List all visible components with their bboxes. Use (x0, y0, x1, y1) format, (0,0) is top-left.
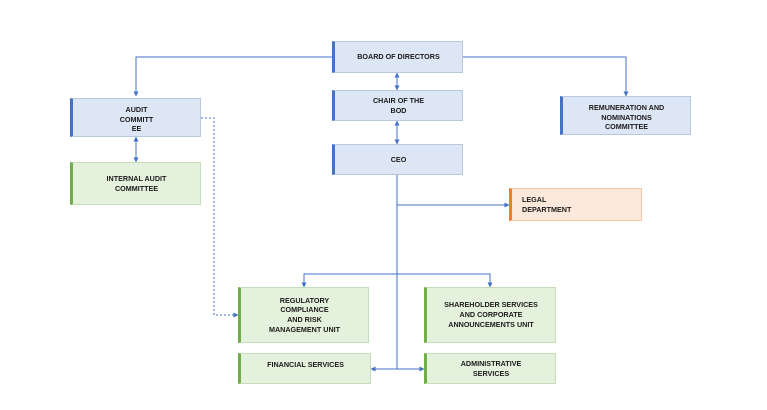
connector-board-remuneration (463, 56, 629, 97)
node-audit-committee: AUDIT COMMITT EE (70, 98, 201, 137)
node-remuneration-committee: REMUNERATION AND NOMINATIONS COMMITTEE (560, 96, 691, 135)
node-shareholder-services: SHAREHOLDER SERVICES AND CORPORATE ANNOU… (424, 287, 556, 343)
node-chair-of-bod: CHAIR OF THE BOD (332, 90, 463, 121)
node-legal-department: LEGAL DEPARTMENT (509, 188, 642, 221)
node-administrative-services: ADMINISTRATIVE SERVICES (424, 353, 556, 384)
connector-ceo-shareholder (397, 273, 493, 288)
connector-audit-regulatory-dotted (201, 117, 239, 318)
node-internal-audit-committee: INTERNAL AUDIT COMMITTEE (70, 162, 201, 205)
node-ceo: CEO (332, 144, 463, 175)
node-financial-services: FINANCIAL SERVICES (238, 353, 371, 384)
node-regulatory-compliance: REGULATORY COMPLIANCE AND RISK MANAGEMEN… (238, 287, 369, 343)
connector-board-audit (133, 56, 332, 97)
node-board-of-directors: BOARD OF DIRECTORS (332, 41, 463, 73)
connector-ceo-regulatory (301, 273, 397, 288)
